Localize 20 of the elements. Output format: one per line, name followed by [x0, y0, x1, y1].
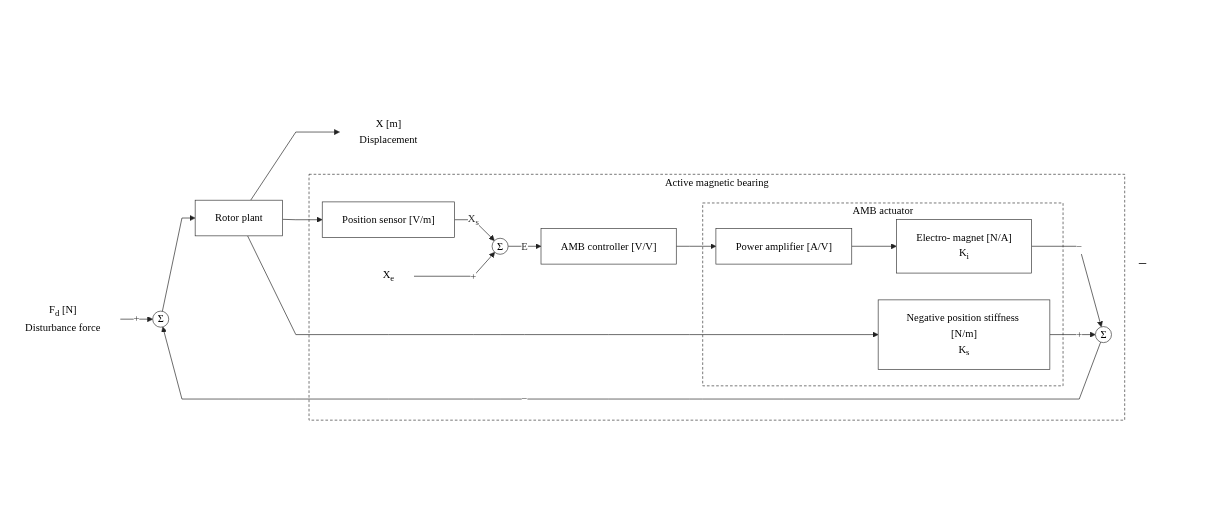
node-box: Rotor plant [194, 200, 283, 237]
node-circle: Σ [152, 311, 170, 328]
sign-label: − [1138, 254, 1149, 273]
edge-label: + [133, 313, 140, 325]
node-circle: Σ [491, 238, 509, 255]
edge-label: E [521, 240, 528, 252]
node-box: Position sensor [V/m] [321, 201, 455, 239]
edge-label: X$_{s}$ [467, 213, 479, 227]
edge-label: − [521, 393, 528, 405]
node-box: Electro- magnet [N/A] K$_{i}$ [896, 219, 1032, 274]
edge-label: + [1076, 328, 1083, 341]
node-box: Power amplifier [A/V] [715, 228, 853, 265]
node-box: Negative position stiffness [N/m] K$_{s}$ [877, 299, 1051, 370]
node-box: AMB controller [V/V] [540, 228, 677, 265]
node-text: F$_{d}$ [N] Disturbance force [25, 304, 101, 334]
edge-label: + [470, 270, 477, 282]
node-text: X [m] Displacement [359, 118, 418, 146]
node-text: X$_{e}$ [382, 269, 395, 284]
node-circle: Σ [1095, 326, 1112, 344]
edge-label: − [1076, 240, 1083, 252]
